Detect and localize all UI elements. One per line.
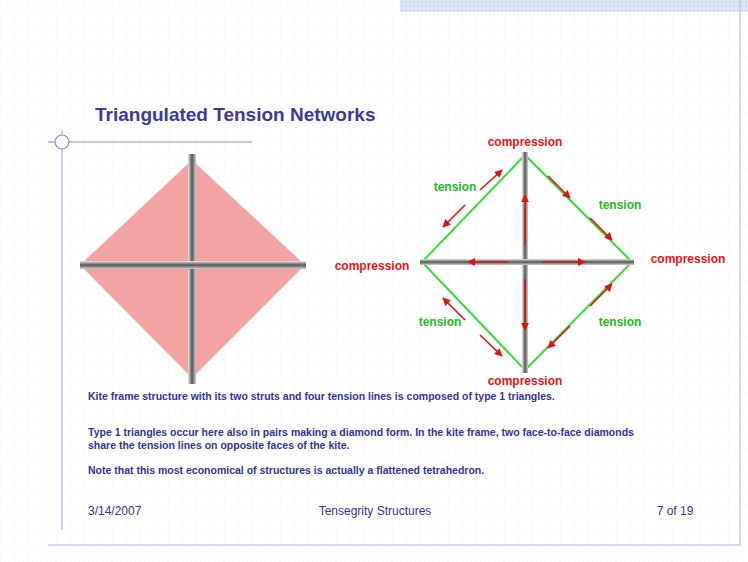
footer-date: 3/14/2007 — [88, 504, 141, 518]
force-label: compression — [651, 252, 726, 266]
slide-title: Triangulated Tension Networks — [95, 104, 375, 126]
page-number: 7 of 19 — [657, 504, 694, 518]
force-label: tension — [419, 315, 462, 329]
body-paragraph: Type 1 triangles occur here also in pair… — [88, 426, 648, 452]
force-label: compression — [335, 259, 410, 273]
body-paragraph: Kite frame structure with its two struts… — [88, 390, 648, 403]
force-label: compression — [488, 135, 563, 149]
footer-title: Tensegrity Structures — [319, 504, 432, 518]
force-label: tension — [599, 315, 642, 329]
force-label: compression — [488, 374, 563, 388]
body-paragraph: Note that this most economical of struct… — [88, 464, 688, 477]
force-label: tension — [434, 180, 477, 194]
force-label: tension — [599, 198, 642, 212]
